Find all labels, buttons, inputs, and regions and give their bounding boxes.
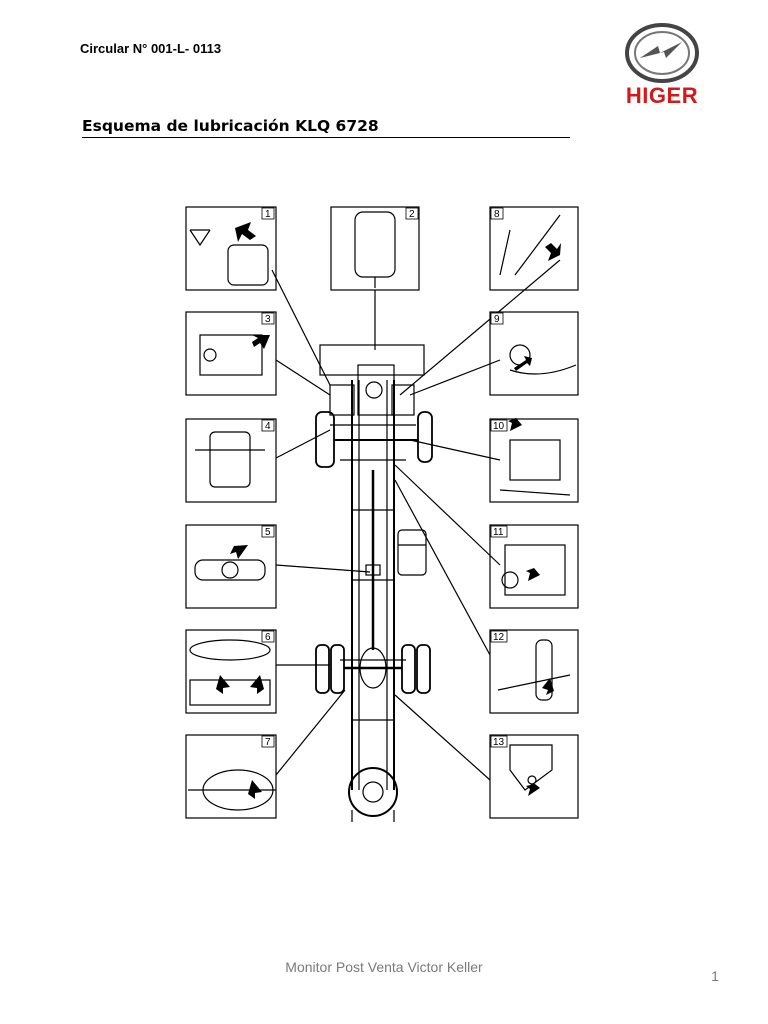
panel-3-number: 3: [261, 312, 275, 325]
panel-8-number: 8: [490, 207, 504, 220]
panel-number: 7: [265, 737, 271, 748]
panel-12-number: 12: [490, 630, 508, 643]
rear-wheel-right-outer: [416, 644, 431, 694]
lubrication-diagram: 1 2 3 4 5 6 7 8 9 10 11 12 13: [185, 206, 579, 822]
panel-number: 12: [493, 632, 505, 643]
panel-number: 10: [493, 421, 505, 432]
panel-13-number: 13: [490, 735, 508, 748]
panel-number: 6: [265, 632, 271, 643]
panel-11-number: 11: [490, 525, 508, 538]
front-wheel-right: [417, 411, 433, 463]
rear-wheel-right-inner: [401, 644, 416, 694]
panel-number: 13: [493, 737, 505, 748]
panel-2-number: 2: [405, 207, 419, 220]
brand-name: HIGER: [625, 83, 699, 108]
panel-6-number: 6: [261, 630, 275, 643]
rear-wheel-left-inner: [330, 644, 345, 694]
panel-number: 9: [494, 314, 500, 325]
panel-number: 8: [494, 209, 500, 220]
panel-number: 1: [265, 209, 271, 220]
fuel-tank: [397, 529, 427, 576]
front-crossmember: [319, 344, 425, 376]
panel-number: 2: [409, 209, 415, 220]
page-title: Esquema de lubricación KLQ 6728: [82, 116, 570, 138]
higer-logo: HIGER: [612, 22, 712, 112]
circular-number: Circular N° 001-L- 0113: [80, 41, 222, 56]
rear-wheel-left-outer: [315, 644, 330, 694]
higer-emblem-icon: [625, 23, 699, 83]
panel-number: 3: [265, 314, 271, 325]
page-number: 1: [711, 968, 719, 984]
panel-1-number: 1: [261, 207, 275, 220]
spare-wheel: [348, 767, 398, 817]
footer-author: Monitor Post Venta Victor Keller: [285, 959, 483, 975]
engine-block: [357, 364, 395, 416]
panel-number: 5: [265, 527, 271, 538]
panel-number: 11: [493, 527, 504, 538]
panel-9-number: 9: [490, 312, 504, 325]
panel-10-number: 10: [490, 419, 508, 432]
panel-number: 4: [265, 421, 271, 432]
differential: [359, 647, 387, 689]
panel-7-number: 7: [261, 735, 275, 748]
panel-5-number: 5: [261, 525, 275, 538]
panel-4-number: 4: [261, 419, 275, 432]
front-wheel-left: [315, 411, 335, 468]
